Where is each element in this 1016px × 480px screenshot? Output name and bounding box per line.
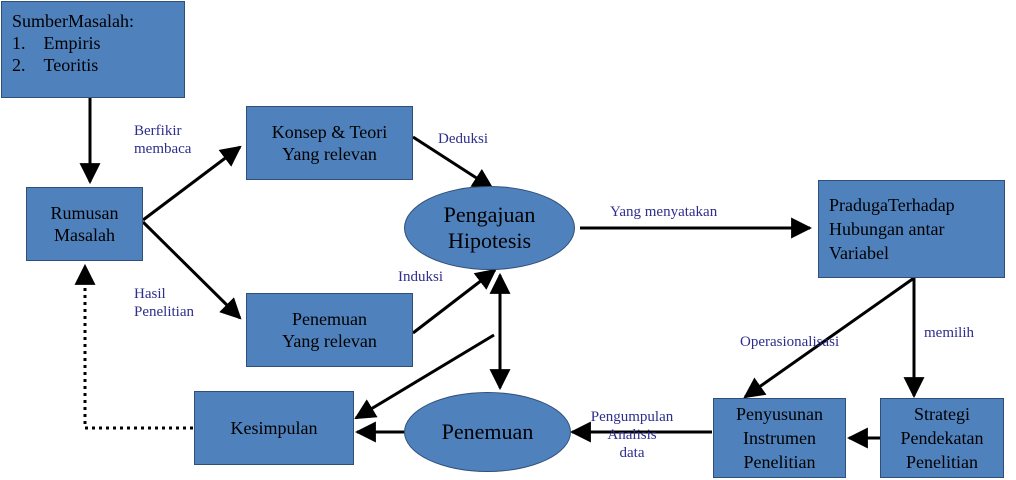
sumber-masalah-item-empiris: 1. Empiris (12, 33, 101, 53)
arrow-kesimpulan-feedback-to-rumusan (74, 263, 193, 430)
strategi-line-1: Strategi (914, 404, 970, 424)
rumusan-masalah-box: Rumusan Masalah (26, 187, 143, 261)
konsep-line-2: Yang relevan (282, 144, 377, 164)
penemuan-relevan-line-2: Yang relevan (282, 331, 377, 351)
strategi-line-3: Penelitian (906, 452, 978, 472)
sumber-masalah-title: SumberMasalah: (12, 11, 134, 31)
penemuan-label: Penemuan (441, 419, 534, 444)
pengajuan-hipotesis-node: Pengajuan Hipotesis (404, 186, 575, 270)
sumber-masalah-item-teoritis: 2. Teoritis (12, 55, 99, 75)
label-penelitian: Penelitian (134, 304, 194, 320)
kesimpulan-label: Kesimpulan (230, 418, 318, 438)
strategi-pendekatan-box: Strategi Pendekatan Penelitian (880, 398, 1004, 478)
label-induksi: Induksi (398, 269, 443, 285)
praduga-line-1: PradugaTerhadap (829, 195, 955, 215)
penemuan-relevan-line-1: Penemuan (292, 309, 367, 329)
instrumen-line-2: Instrumen (743, 428, 816, 448)
label-hasil-penelitian: Hasil Penelitian (134, 285, 194, 321)
arrow-rumusan-to-konsep (142, 145, 242, 222)
kesimpulan-box: Kesimpulan (194, 391, 354, 465)
konsep-teori-box: Konsep & Teori Yang relevan (246, 106, 413, 180)
praduga-line-2: Hubungan antar (829, 219, 945, 239)
penyusunan-instrumen-box: Penyusunan Instrumen Penelitian (713, 398, 846, 478)
label-membaca: membaca (134, 141, 192, 157)
label-yang-menyatakan: Yang menyatakan (610, 204, 718, 220)
label-pengumpulan-analisis-data: Pengumpulan Analisis data (576, 408, 688, 462)
strategi-line-2: Pendekatan (900, 428, 984, 448)
rumusan-line-1: Rumusan (50, 203, 119, 223)
praduga-box: PradugaTerhadap Hubungan antar Variabel (818, 180, 1005, 278)
arrow-hipotesis-to-kesimpulan (354, 333, 495, 420)
praduga-line-3: Variabel (829, 243, 889, 263)
konsep-line-1: Konsep & Teori (271, 122, 388, 142)
sumber-masalah-box: SumberMasalah: 1. Empiris 2. Teoritis (1, 1, 185, 98)
label-operasionalisasi: Operasionalisasi (740, 334, 840, 350)
label-hasil: Hasil (134, 286, 166, 302)
arrow-penemuan-relevan-to-hipotesis (412, 268, 497, 335)
label-analisis: Analisis (607, 427, 657, 443)
arrow-konsep-to-hipotesis (412, 135, 494, 190)
label-data: data (619, 445, 645, 461)
hipotesis-line-2: Hipotesis (447, 228, 532, 253)
hipotesis-line-1: Pengajuan (443, 202, 536, 227)
instrumen-line-1: Penyusunan (736, 404, 823, 424)
arrow-praduga-to-instrumen (743, 276, 915, 399)
arrow-rumusan-to-penemuan-relevan (141, 220, 242, 320)
rumusan-line-2: Masalah (54, 225, 115, 245)
label-pengumpulan: Pengumpulan (590, 409, 674, 425)
label-berfikir-membaca: Berfikir membaca (134, 122, 191, 158)
penemuan-node: Penemuan (404, 392, 571, 472)
instrumen-line-3: Penelitian (743, 452, 816, 472)
label-berfikir: Berfikir (134, 123, 182, 139)
label-memilih: memilih (924, 325, 974, 341)
penemuan-relevan-box: Penemuan Yang relevan (246, 293, 413, 367)
label-deduksi: Deduksi (438, 131, 488, 147)
